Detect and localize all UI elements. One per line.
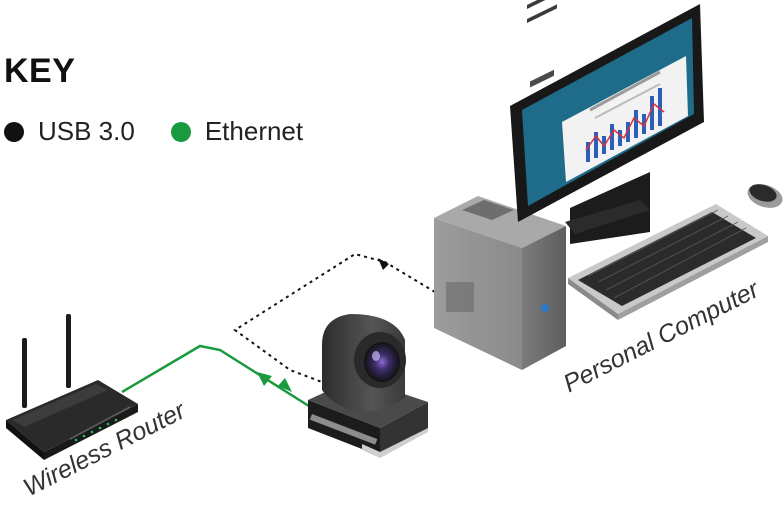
ethernet-legend-label: Ethernet [204, 116, 304, 146]
chart-thumbnail-icon [585, 70, 665, 162]
pc-tower-icon [434, 0, 566, 370]
ptz-camera-icon [308, 314, 428, 458]
keyboard-icon [568, 204, 768, 320]
ethernet-arrow-icon [257, 372, 272, 386]
ethernet-connection-line [121, 344, 313, 410]
usb-legend-label: USB 3.0 [38, 116, 135, 146]
ethernet-legend-dot [170, 121, 191, 142]
key-title: KEY [4, 52, 76, 90]
monitor-icon [510, 4, 704, 244]
key-legend: USB 3.0 Ethernet [4, 116, 303, 147]
usb-connection-line [233, 252, 436, 386]
usb-arrow-icon [378, 258, 389, 270]
usb-legend-dot [4, 121, 24, 142]
wireless-router-icon [6, 314, 138, 460]
mouse-icon [747, 184, 783, 208]
